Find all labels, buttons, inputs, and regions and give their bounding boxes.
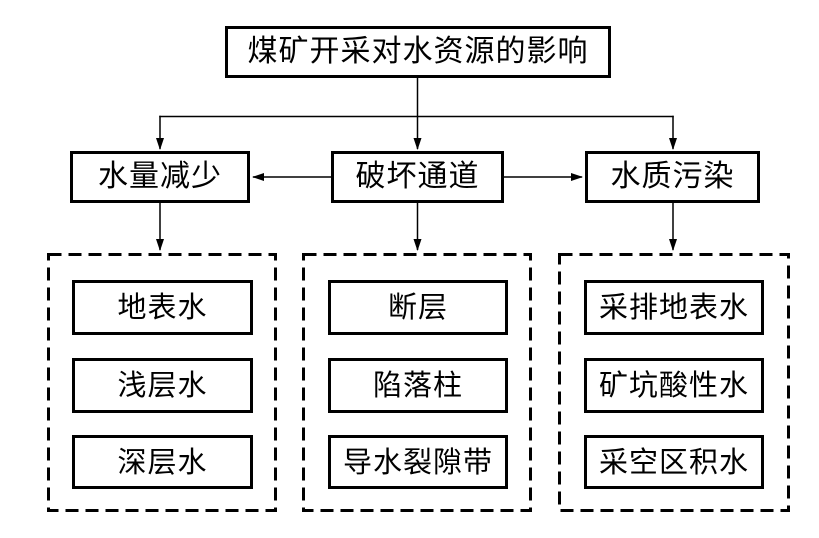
node-water-quality-pollution: 水质污染 bbox=[585, 151, 760, 203]
node-deep-water: 深层水 bbox=[72, 435, 253, 489]
node-shallow-water: 浅层水 bbox=[72, 358, 253, 413]
node-root-title: 煤矿开采对水资源的影响 bbox=[225, 26, 611, 78]
node-goaf-accumulated-water: 采空区积水 bbox=[584, 435, 764, 489]
group-outline-water-quality bbox=[558, 253, 790, 512]
node-surface-water: 地表水 bbox=[72, 280, 253, 335]
node-channel-destruction: 破坏通道 bbox=[331, 151, 504, 203]
node-mining-drainage-surface-water: 采排地表水 bbox=[584, 280, 764, 335]
node-water-quantity-reduction: 水量减少 bbox=[70, 151, 250, 203]
node-collapse-column: 陷落柱 bbox=[328, 358, 508, 413]
node-mine-pit-acid-water: 矿坑酸性水 bbox=[584, 358, 764, 413]
node-water-conducting-fracture-zone: 导水裂隙带 bbox=[328, 435, 508, 489]
node-fault: 断层 bbox=[328, 280, 508, 335]
